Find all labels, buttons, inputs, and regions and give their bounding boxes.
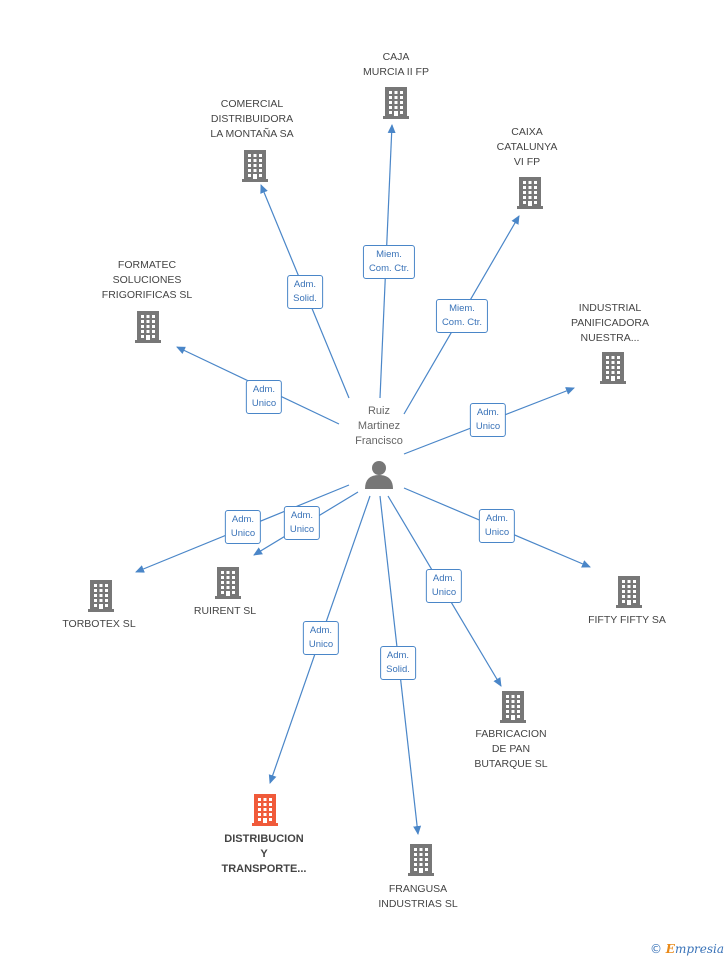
company-label-formatec[interactable]: FORMATEC SOLUCIONES FRIGORIFICAS SL xyxy=(101,259,193,301)
company-label-comercial-distribuidora[interactable]: COMERCIAL DISTRIBUIDORA LA MONTAÑA SA xyxy=(210,98,294,140)
building-icon xyxy=(88,580,114,612)
role-badge-torbotex: Adm. Unico xyxy=(224,510,262,544)
building-icon xyxy=(517,177,543,209)
person-icon xyxy=(365,461,393,489)
company-label-fabricacion-pan[interactable]: FABRICACION DE PAN BUTARQUE SL xyxy=(474,728,548,770)
building-icon xyxy=(408,844,434,876)
building-icon xyxy=(616,576,642,608)
building-highlight-icon xyxy=(252,794,278,826)
building-icon xyxy=(600,352,626,384)
brand-name: mpresia xyxy=(674,942,724,956)
copyright-symbol: © xyxy=(649,942,662,956)
company-label-caja-murcia[interactable]: CAJA MURCIA II FP xyxy=(363,51,429,78)
role-badge-frangusa: Adm. Solid. xyxy=(380,646,416,680)
role-badge-fifty-fifty: Adm. Unico xyxy=(478,509,516,543)
company-label-ruirent[interactable]: RUIRENT SL xyxy=(193,605,257,617)
role-badge-comercial-distribuidora: Adm. Solid. xyxy=(287,275,323,309)
building-icon xyxy=(383,87,409,119)
company-label-industrial-panificadora[interactable]: INDUSTRIAL PANIFICADORA NUESTRA... xyxy=(571,302,649,344)
role-badge-caja-murcia: Miem. Com. Ctr. xyxy=(362,245,416,279)
role-badge-ruirent: Adm. Unico xyxy=(283,506,321,540)
role-badge-caixa-catalunya: Miem. Com. Ctr. xyxy=(435,299,489,333)
role-badge-industrial-panificadora: Adm. Unico xyxy=(469,403,507,437)
brand-footer: © Empresia xyxy=(650,942,724,956)
building-icon xyxy=(500,691,526,723)
company-label-distribucion-transporte[interactable]: DISTRIBUCION Y TRANSPORTE... xyxy=(221,833,307,875)
role-badge-fabricacion-pan: Adm. Unico xyxy=(425,569,463,603)
company-label-caixa-catalunya[interactable]: CAIXA CATALUNYA VI FP xyxy=(496,126,558,168)
building-icon xyxy=(242,150,268,182)
building-icon xyxy=(135,311,161,343)
role-badge-formatec: Adm. Unico xyxy=(245,380,283,414)
company-label-fifty-fifty[interactable]: FIFTY FIFTY SA xyxy=(588,614,666,626)
brand-initial: E xyxy=(665,942,675,956)
building-icon xyxy=(215,567,241,599)
company-label-frangusa[interactable]: FRANGUSA INDUSTRIAS SL xyxy=(378,883,458,910)
company-label-torbotex[interactable]: TORBOTEX SL xyxy=(62,618,136,630)
center-person-name: Ruiz Martinez Francisco xyxy=(355,405,403,447)
role-badge-distribucion-transporte: Adm. Unico xyxy=(302,621,340,655)
